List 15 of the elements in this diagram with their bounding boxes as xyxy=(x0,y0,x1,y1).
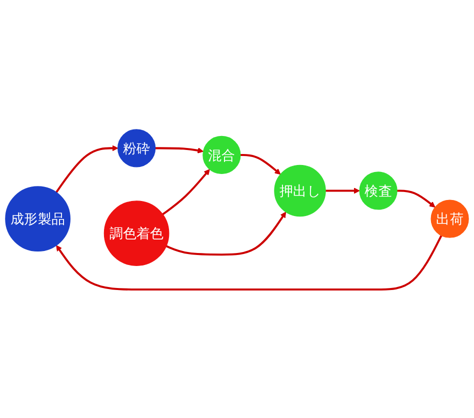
node-circle: 押出し xyxy=(274,164,326,216)
arrow xyxy=(397,189,436,208)
node-circle: 調色着色 xyxy=(104,200,170,266)
node-circle: 成形製品 xyxy=(5,186,70,252)
node-circle: 混合 xyxy=(202,135,241,174)
arrow xyxy=(240,154,281,174)
arrow xyxy=(166,211,286,256)
node-circle: 粉砕 xyxy=(117,128,156,167)
arrow xyxy=(326,187,360,194)
arrow xyxy=(155,146,204,153)
arrow xyxy=(56,144,118,192)
node-circle: 出荷 xyxy=(430,199,469,238)
node-circle: 検査 xyxy=(359,171,398,210)
arrow xyxy=(56,234,442,290)
arrow xyxy=(162,168,210,215)
